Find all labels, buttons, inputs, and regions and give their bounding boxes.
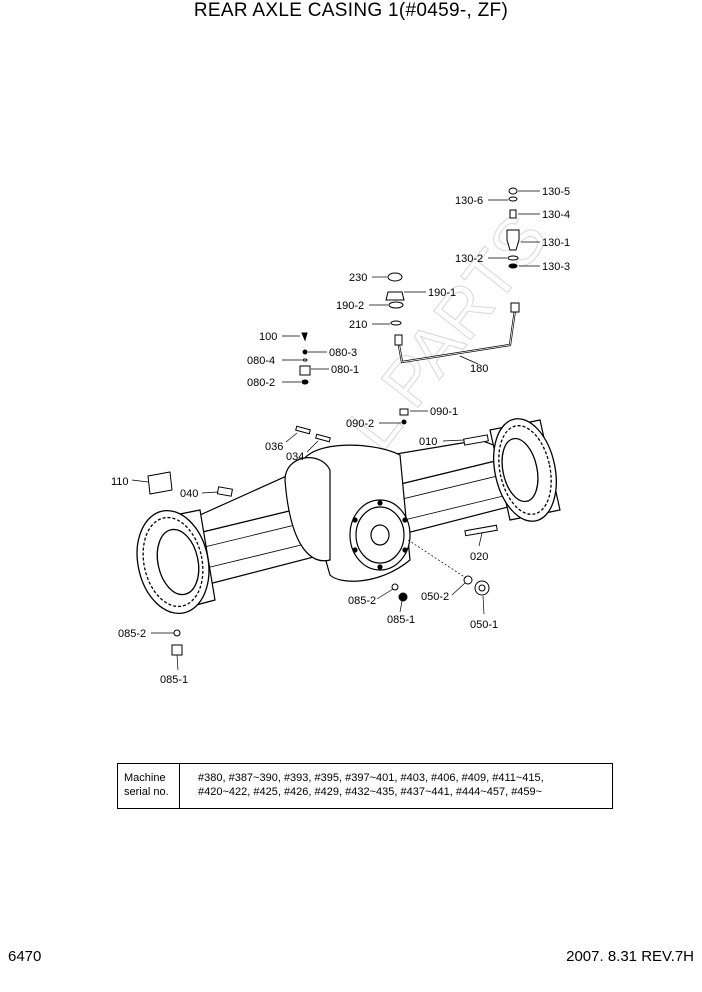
left-wheel-flange [136,509,210,615]
label-130-2: 130-2 [455,253,483,265]
label-034: 034 [286,451,304,463]
label-080-3: 080-3 [329,347,357,359]
label-130-1: 130-1 [542,237,570,249]
label-085-1-left: 085-1 [160,674,188,686]
page-title: REAR AXLE CASING 1(#0459-, ZF) [193,0,509,21]
serial-table-header: Machine serial no. [118,764,180,808]
label-085-1-center: 085-1 [387,614,415,626]
label-190-1: 190-1 [428,287,456,299]
serial-values-line1: #380, #387~390, #393, #395, #397~401, #4… [198,772,544,784]
label-130-6: 130-6 [455,195,483,207]
leader-lines [131,190,540,671]
label-050-2: 050-2 [421,591,449,603]
page-number: 6470 [8,948,42,965]
serial-number-table: Machine serial no. #380, #387~390, #393,… [117,763,613,809]
label-190-2: 190-2 [336,300,364,312]
label-110: 110 [111,476,129,488]
label-040: 040 [180,488,198,500]
label-080-1: 080-1 [331,364,359,376]
label-130-3: 130-3 [542,261,570,273]
label-230: 230 [349,272,367,284]
serial-table-values: #380, #387~390, #393, #395, #397~401, #4… [180,764,612,808]
part-labels: 130-5 130-6 130-4 130-1 130-2 130-3 230 … [111,186,570,686]
label-090-1: 090-1 [430,406,458,418]
small-parts [147,187,520,656]
label-050-1: 050-1 [470,619,498,631]
serial-header-line1: Machine [124,772,166,784]
serial-header-line2: serial no. [124,786,169,798]
serial-values-line2: #420~422, #425, #426, #429, #432~435, #4… [198,786,543,798]
revision-date: 2007. 8.31 REV.7H [566,948,694,965]
label-085-2-left: 085-2 [118,628,146,640]
label-130-5: 130-5 [542,186,570,198]
label-085-2-center: 085-2 [348,595,376,607]
right-wheel-flange [493,418,557,522]
label-036: 036 [265,441,283,453]
label-210: 210 [349,319,367,331]
label-180: 180 [470,363,488,375]
label-090-2: 090-2 [346,418,374,430]
label-080-4: 080-4 [247,355,275,367]
label-010: 010 [419,436,437,448]
label-130-4: 130-4 [542,209,570,221]
label-020: 020 [470,551,488,563]
label-080-2: 080-2 [247,377,275,389]
differential-cover [349,499,411,571]
label-100: 100 [259,331,277,343]
